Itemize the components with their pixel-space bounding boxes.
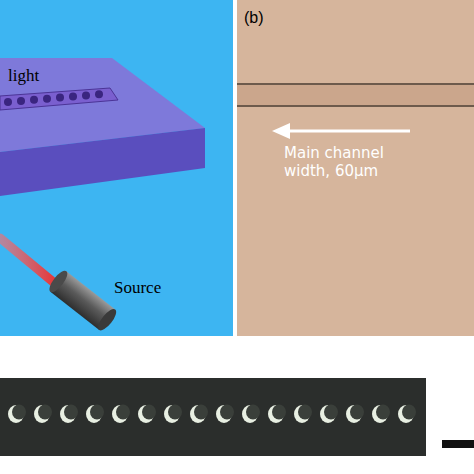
droplet xyxy=(190,405,208,424)
droplet-core xyxy=(142,405,156,420)
particle xyxy=(30,96,38,104)
particle xyxy=(95,90,103,98)
droplet xyxy=(86,405,104,424)
scale-bar xyxy=(442,440,474,448)
droplet xyxy=(8,405,26,424)
panel-letter: (b) xyxy=(244,8,264,27)
source-cylinder xyxy=(46,268,119,333)
droplets xyxy=(8,405,416,424)
cylinder-end xyxy=(95,306,119,333)
direction-arrow xyxy=(285,130,410,133)
droplet-core xyxy=(376,405,390,420)
droplet xyxy=(268,405,286,424)
droplet xyxy=(320,405,338,424)
droplet xyxy=(138,405,156,424)
droplet-core xyxy=(402,405,416,420)
droplet-core xyxy=(90,405,104,420)
panel-b-background xyxy=(237,0,474,336)
droplet-core xyxy=(116,405,130,420)
droplet-core xyxy=(246,405,260,420)
droplet-core xyxy=(220,405,234,420)
cylinder-end xyxy=(46,268,70,295)
particle xyxy=(56,94,64,102)
droplet xyxy=(60,405,78,424)
droplet xyxy=(164,405,182,424)
channel-wall xyxy=(237,105,474,107)
droplet-core xyxy=(12,405,26,420)
droplet xyxy=(294,405,312,424)
droplet-core xyxy=(298,405,312,420)
droplet xyxy=(372,405,390,424)
microchannel xyxy=(237,84,474,106)
particle xyxy=(4,98,12,106)
chip-front xyxy=(0,128,205,196)
particle xyxy=(17,97,25,105)
particle xyxy=(43,95,51,103)
particles xyxy=(4,90,103,106)
channel xyxy=(0,88,118,110)
droplet-image xyxy=(0,378,426,456)
panel-text: light xyxy=(8,66,39,86)
droplet-core xyxy=(324,405,338,420)
light-beam xyxy=(0,238,58,286)
particle xyxy=(69,93,77,101)
component-label: Source xyxy=(114,278,161,298)
droplet-core xyxy=(38,405,52,420)
channel-annotation: Main channel width, 60μm xyxy=(284,144,402,180)
droplet xyxy=(112,405,130,424)
droplet xyxy=(242,405,260,424)
droplet-core xyxy=(272,405,286,420)
particle xyxy=(82,91,90,99)
arrow-head xyxy=(272,123,290,139)
droplet-core xyxy=(350,405,364,420)
droplet xyxy=(398,405,416,424)
droplet-core xyxy=(194,405,208,420)
panel-a-background xyxy=(0,0,233,336)
droplet-core xyxy=(64,405,78,420)
channel-wall xyxy=(237,83,474,85)
droplet xyxy=(346,405,364,424)
droplet xyxy=(34,405,52,424)
droplet-core xyxy=(168,405,182,420)
droplet xyxy=(216,405,234,424)
